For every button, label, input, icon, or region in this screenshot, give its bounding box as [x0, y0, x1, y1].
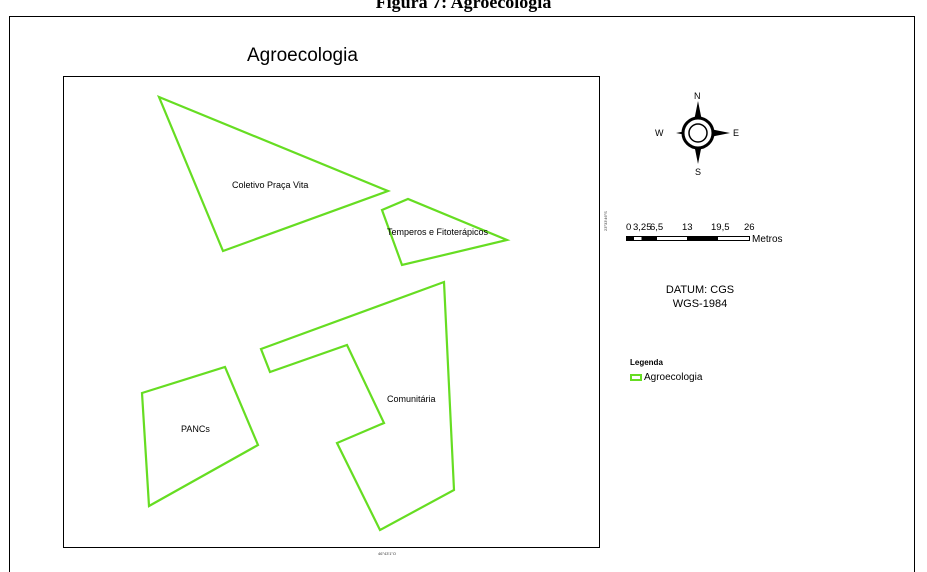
compass-rose-icon: N S E W — [648, 86, 748, 181]
scale-bar: 0 3,25 6,5 13 19,5 26 Metros — [626, 222, 796, 246]
legend: Legenda Agroecologia — [630, 358, 702, 385]
map-data-frame[interactable]: Coletivo Praça Vita Temperos e Fitoteráp… — [63, 76, 600, 548]
polygon-label-temperos: Temperos e Fitoterápicos — [387, 227, 489, 237]
datum-line-1: DATUM: CGS — [665, 284, 735, 296]
scale-tick-label: 26 — [744, 222, 755, 233]
compass-s-label: S — [695, 167, 702, 177]
scale-tick-label: 0 — [626, 222, 632, 233]
scale-unit-label: Metros — [752, 234, 783, 245]
polygon-comunitaria[interactable] — [259, 280, 456, 532]
datum-block: DATUM: CGS WGS-1984 — [640, 283, 760, 311]
compass-n-label: N — [694, 91, 701, 101]
polygon-label-comunitaria: Comunitária — [387, 394, 436, 404]
polygon-temperos-fitoterapicos[interactable] — [380, 197, 511, 267]
polygon-label-pancs: PANCs — [181, 424, 210, 434]
legend-swatch — [630, 374, 642, 381]
document-caption: Figura 7: Agroecologia — [375, 0, 552, 12]
polygon-pancs[interactable] — [140, 365, 260, 508]
longitude-label: 46°43'1"O — [378, 551, 397, 556]
legend-title: Legenda — [630, 358, 663, 367]
compass-w-label: W — [655, 128, 664, 138]
polygon-label-coletivo: Coletivo Praça Vita — [232, 180, 309, 190]
datum-line-2: WGS-1984 — [672, 298, 728, 310]
compass-e-label: E — [733, 128, 740, 138]
scale-tick-label: 3,25 — [633, 222, 652, 233]
scale-tick-label: 13 — [682, 222, 693, 233]
legend-item[interactable]: Agroecologia — [630, 372, 702, 385]
scale-tick-label: 19,5 — [711, 222, 730, 233]
legend-item-label: Agroecologia — [644, 372, 703, 383]
map-canvas — [140, 94, 511, 532]
scale-bar-graphic — [626, 236, 750, 241]
polygon-coletivo-praca-vita[interactable] — [156, 94, 392, 253]
map-title: Agroecologia — [247, 45, 358, 66]
map-layout-frame — [9, 16, 915, 572]
latitude-label: 23°33'46"S — [603, 211, 608, 231]
scale-tick-label: 6,5 — [650, 222, 664, 233]
compass-rose-graphic — [676, 101, 730, 164]
